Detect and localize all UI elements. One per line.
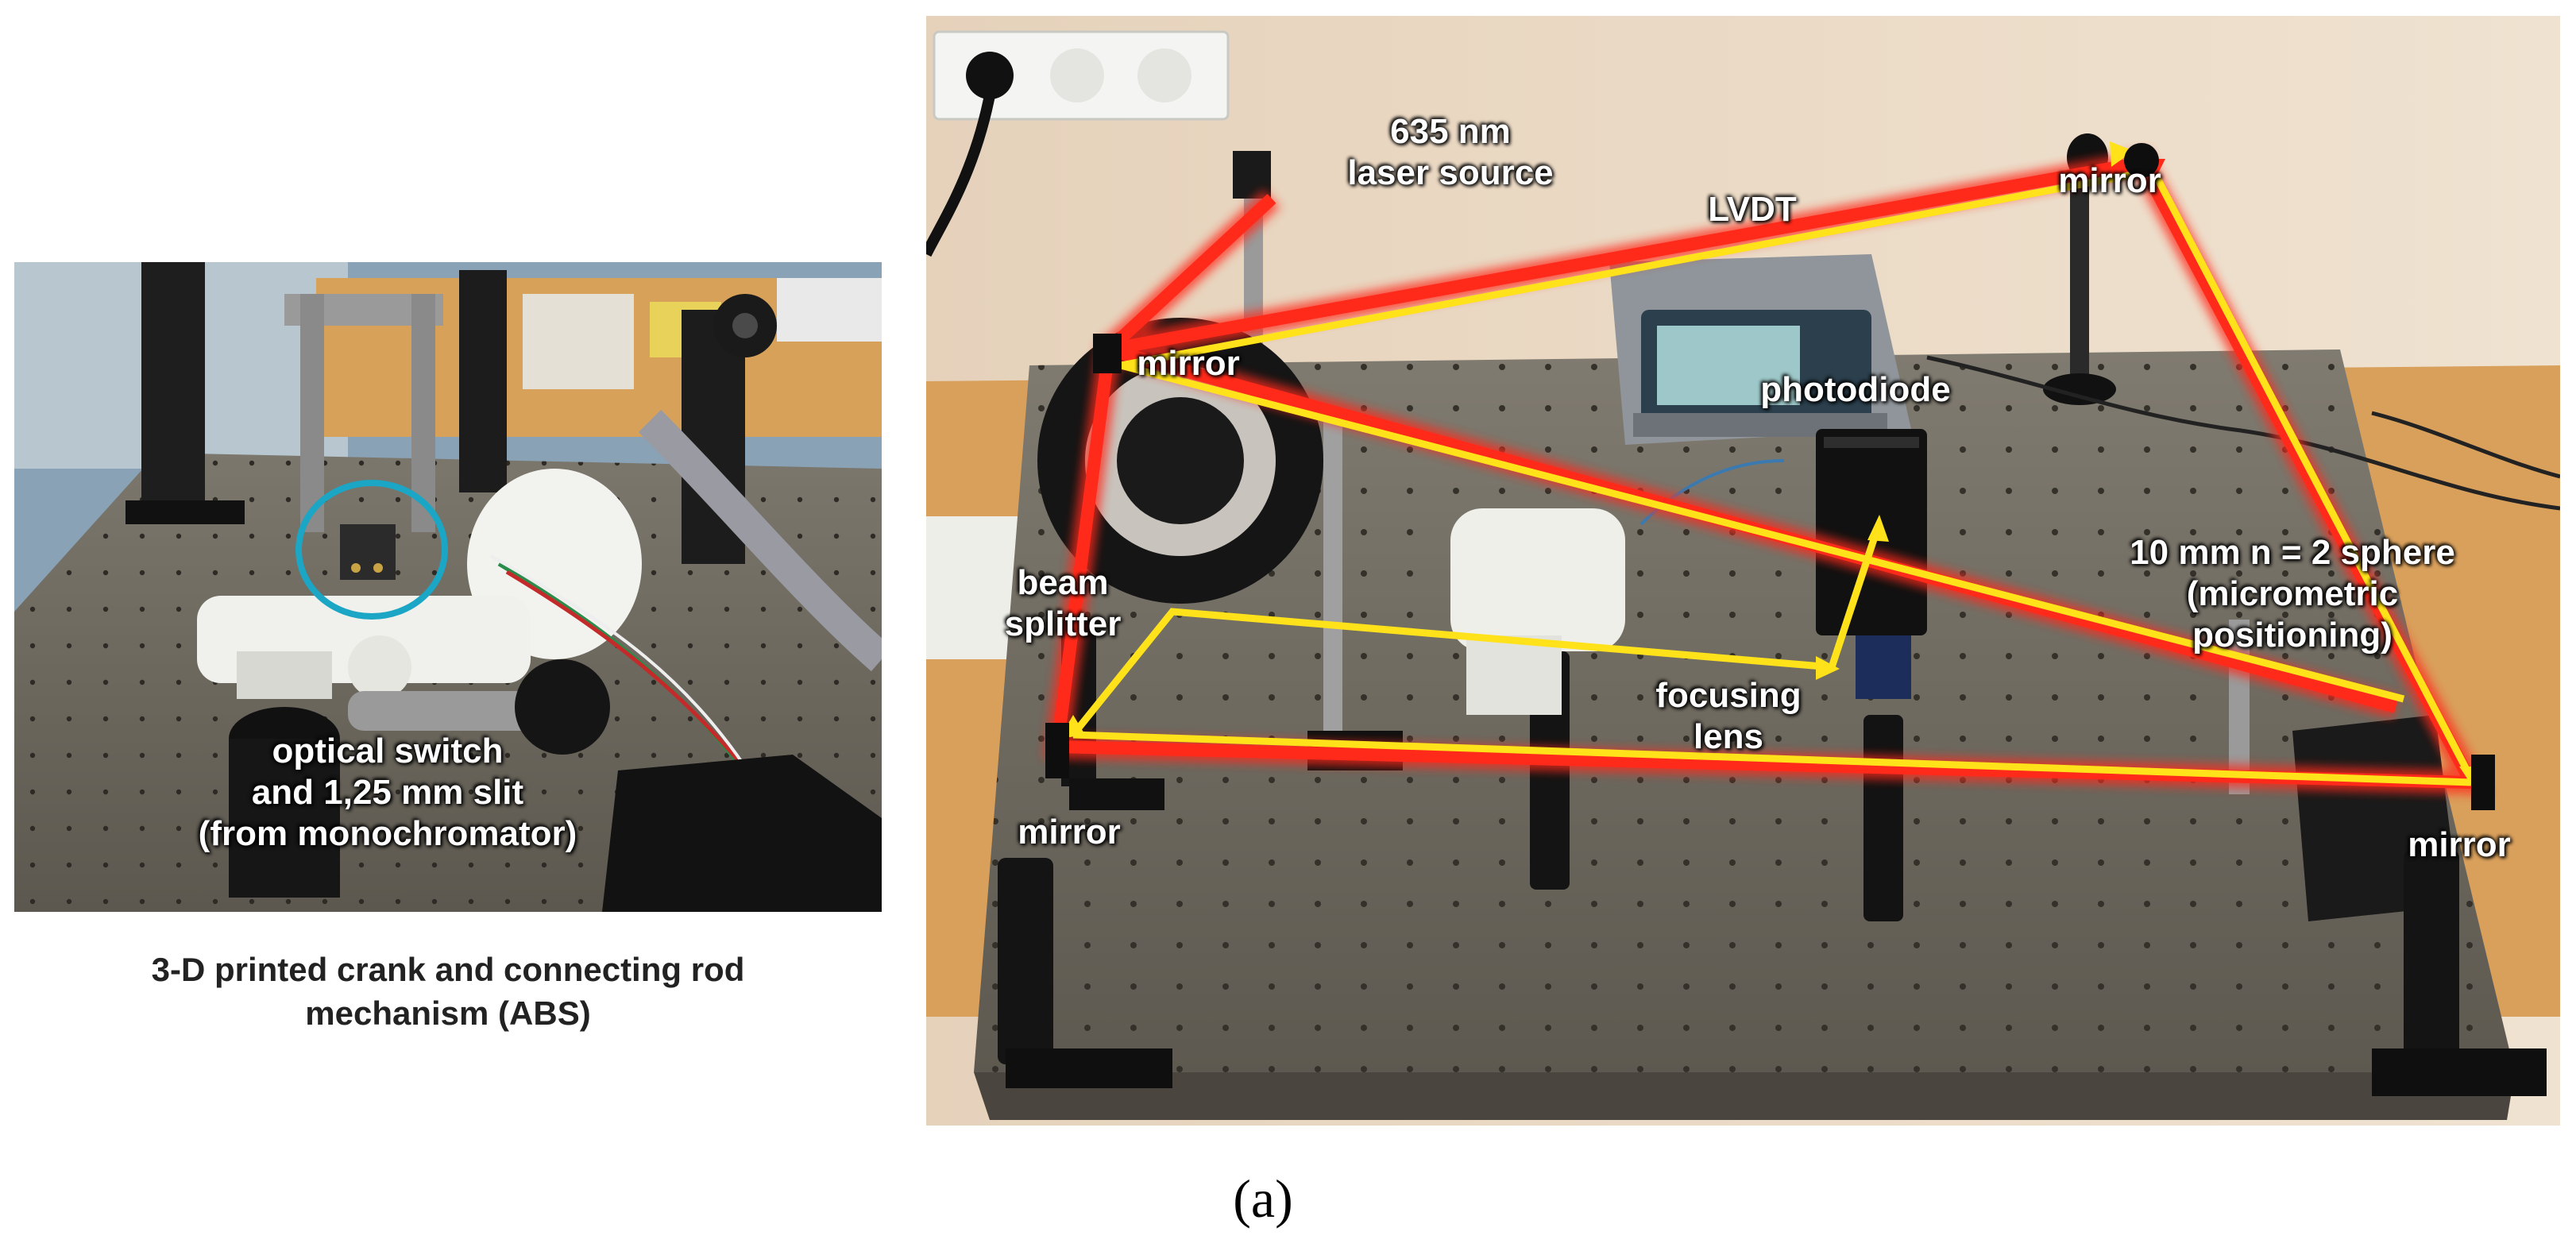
beam-paths: [1043, 141, 2492, 795]
optical-switch-label: optical switch and 1,25 mm slit (from mo…: [189, 731, 586, 855]
highlight-circle: [295, 480, 448, 620]
label-line: (micrometric: [2186, 573, 2399, 613]
label-line: 635 nm: [1390, 112, 1511, 151]
label-line: beam: [1017, 563, 1109, 602]
mirror-top-right-label: mirror: [2058, 161, 2161, 200]
label-line: 10 mm n = 2 sphere: [2130, 533, 2455, 572]
mirror-upper-left-label: mirror: [1137, 344, 1240, 383]
label-line: (from monochromator): [198, 813, 577, 853]
mirror-lower-right-label: mirror: [2408, 825, 2511, 864]
mirror-icon: [2471, 755, 2495, 810]
label-line: optical switch: [272, 732, 504, 770]
caption-line: mechanism (ABS): [305, 994, 591, 1032]
label-line: laser source: [1347, 153, 1554, 192]
left-caption: 3-D printed crank and connecting rod mec…: [14, 948, 882, 1035]
right-photo-scene: [926, 16, 2560, 1126]
laser-source-label: 635 nm laser source: [1307, 111, 1593, 194]
beam-splitter-label: beam splitter: [999, 562, 1126, 645]
photodiode-label: photodiode: [1760, 370, 1951, 409]
label-line: splitter: [1004, 604, 1122, 643]
mirror-icon: [1045, 723, 1069, 778]
right-photo: 635 nm laser source LVDT mirror mirror p…: [926, 16, 2560, 1126]
label-line: and 1,25 mm slit: [251, 772, 524, 812]
lvdt-label: LVDT: [1708, 190, 1797, 229]
sphere-label: 10 mm n = 2 sphere (micrometric position…: [2094, 532, 2491, 656]
mirror-lower-left-label: mirror: [1018, 813, 1121, 851]
figure-sublabel: (a): [1233, 1168, 1293, 1229]
left-photo: optical switch and 1,25 mm slit (from mo…: [14, 262, 882, 912]
left-photo-scene: [14, 262, 882, 912]
mirror-icon: [2124, 143, 2159, 178]
label-line: lens: [1693, 716, 1764, 756]
label-line: focusing: [1655, 676, 1802, 715]
label-line: positioning): [2192, 615, 2393, 655]
focusing-lens-label: focusing lens: [1617, 675, 1840, 758]
caption-line: 3-D printed crank and connecting rod: [151, 951, 745, 988]
mirror-icon: [1093, 334, 1122, 373]
